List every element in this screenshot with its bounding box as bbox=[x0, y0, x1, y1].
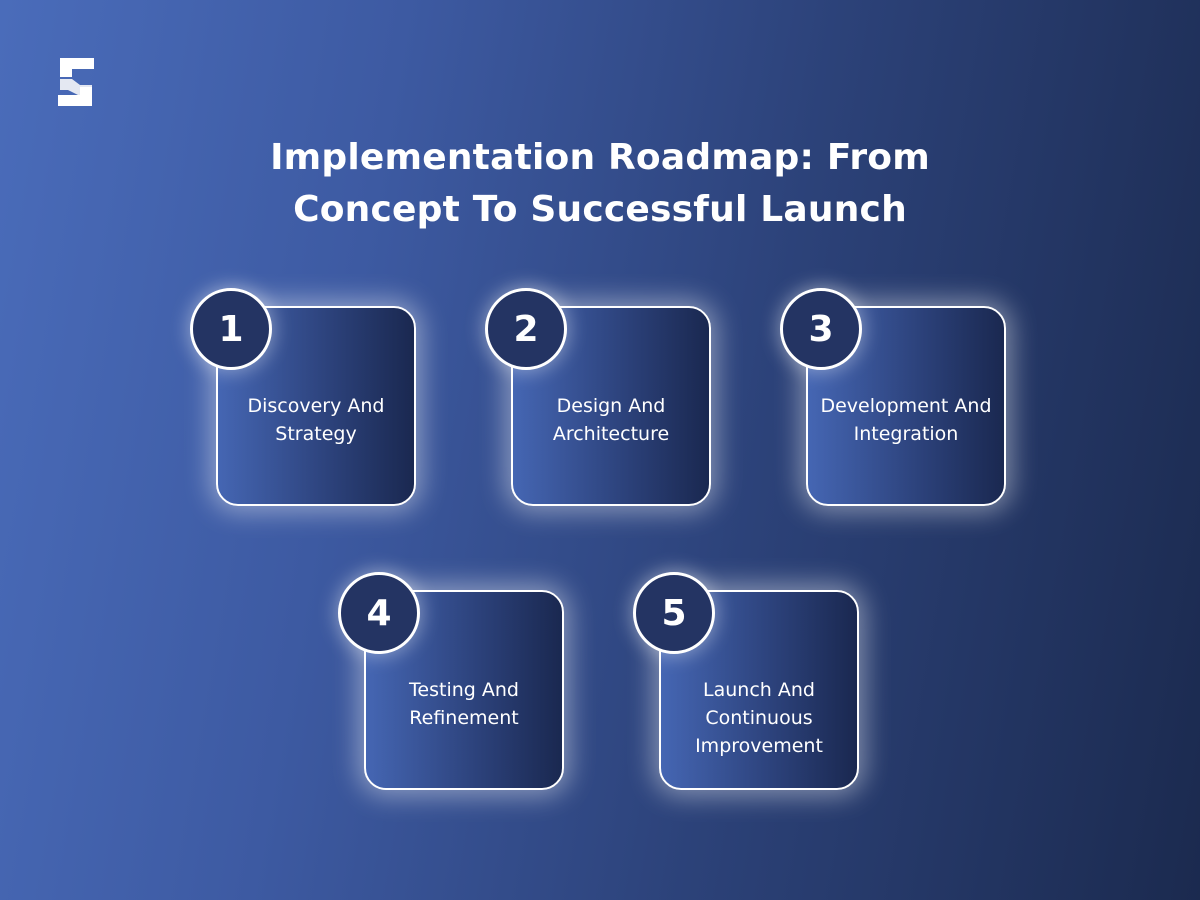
step-number-badge: 4 bbox=[338, 572, 420, 654]
step-label: Development And Integration bbox=[820, 395, 992, 445]
title-line-2: Concept To Successful Launch bbox=[293, 189, 907, 230]
title-line-1: Implementation Roadmap: From bbox=[270, 137, 930, 178]
step-label: Launch And Continuous Improvement bbox=[695, 679, 823, 757]
step-card-box: Testing And Refinement bbox=[364, 590, 564, 790]
step-label: Design And Architecture bbox=[552, 395, 670, 445]
page-title: Implementation Roadmap: From Concept To … bbox=[150, 132, 1050, 236]
s-block-logo-icon bbox=[48, 54, 104, 110]
step-card-box: Development And Integration bbox=[806, 306, 1006, 506]
step-number-badge: 3 bbox=[780, 288, 862, 370]
step-label: Testing And Refinement bbox=[409, 679, 519, 729]
step-card-5: Launch And Continuous Improvement 5 bbox=[633, 572, 859, 790]
step-number-badge: 5 bbox=[633, 572, 715, 654]
step-label: Discovery And Strategy bbox=[247, 395, 385, 445]
step-number-badge: 2 bbox=[485, 288, 567, 370]
step-number-badge: 1 bbox=[190, 288, 272, 370]
step-card-3: Development And Integration 3 bbox=[780, 288, 1006, 506]
step-card-1: Discovery And Strategy 1 bbox=[190, 288, 416, 506]
step-card-2: Design And Architecture 2 bbox=[485, 288, 711, 506]
step-card-4: Testing And Refinement 4 bbox=[338, 572, 564, 790]
